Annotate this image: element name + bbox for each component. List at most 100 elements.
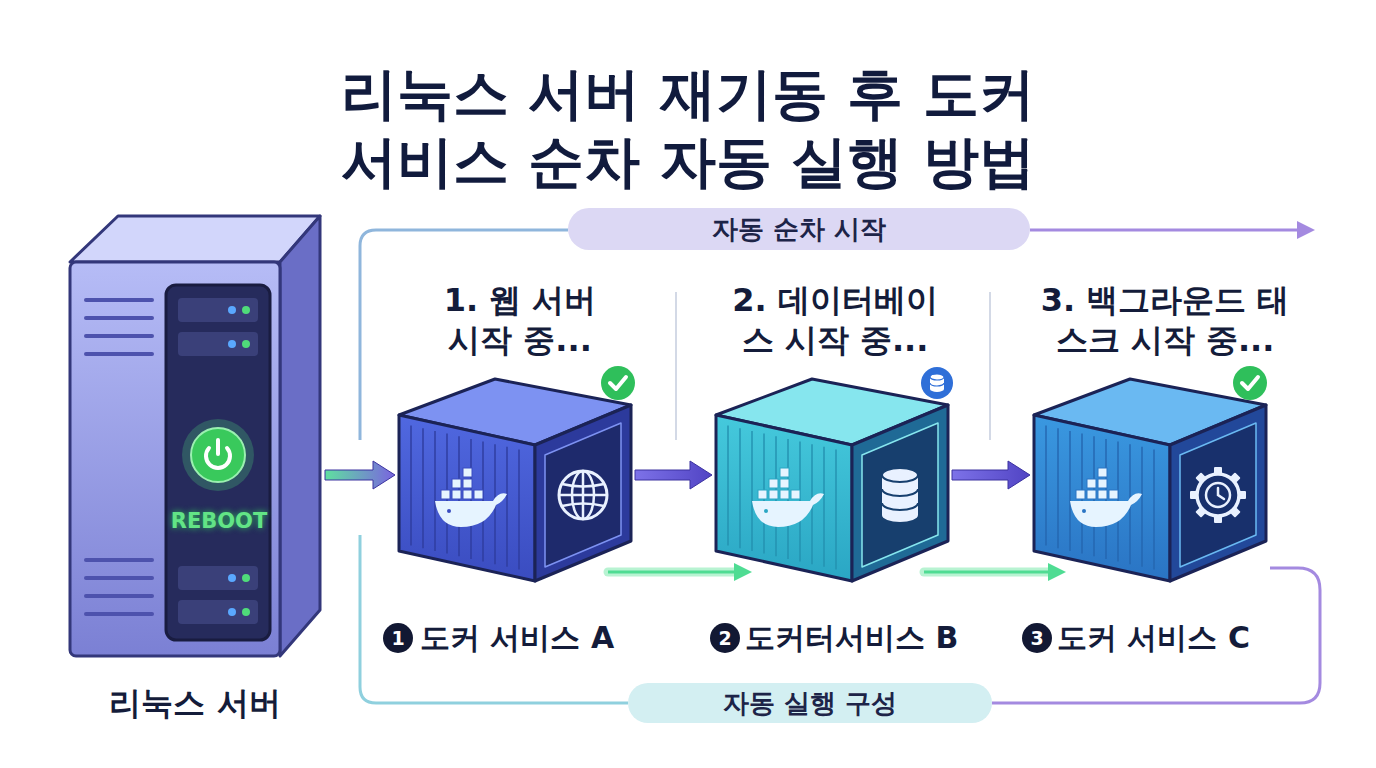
drive-led — [228, 306, 236, 314]
cube-side — [716, 415, 852, 581]
gear-ring — [1197, 474, 1239, 516]
reboot-text: REBOOT — [168, 508, 270, 534]
whale-crate — [1098, 490, 1107, 499]
database-mark — [930, 374, 944, 380]
whale-crate — [791, 490, 800, 499]
server-vent — [86, 352, 152, 356]
cube-ridge — [835, 450, 837, 570]
band-text: 자동 실행 구성 — [723, 686, 897, 721]
power-symbol — [216, 440, 220, 454]
drive-led — [242, 608, 250, 616]
power-button — [191, 428, 245, 482]
server-vent — [86, 316, 152, 320]
server-vent — [86, 558, 152, 562]
whale-crate — [769, 490, 778, 499]
whale-crate — [769, 479, 778, 488]
server-front — [70, 262, 280, 656]
server-body — [70, 216, 320, 656]
check-mark — [1242, 377, 1258, 389]
callout-number: 3 — [1022, 623, 1052, 653]
server-vent — [86, 576, 152, 580]
whale-eye — [1082, 509, 1086, 513]
step-heading: 3. 백그라운드 태스크 시작 중... — [1035, 280, 1295, 360]
check-circle — [1233, 366, 1267, 400]
whale-crate — [758, 490, 767, 499]
cube-end — [1170, 405, 1266, 581]
cube-ridge — [518, 450, 520, 570]
flow-glow-line — [924, 571, 1050, 574]
drive-led — [242, 306, 250, 314]
whale-crate — [780, 490, 789, 499]
whale-crate — [1087, 490, 1096, 499]
cube-ridge — [410, 426, 412, 546]
whale-crate — [1076, 490, 1085, 499]
cube-ridge — [434, 431, 436, 551]
drive-led — [228, 608, 236, 616]
step-heading: 2. 데이터베이스 시작 중... — [720, 280, 950, 360]
service-label: 도커터서비스 B — [745, 620, 958, 656]
cube-ridge — [1045, 426, 1047, 546]
whale-crate — [463, 468, 472, 477]
flow-glow-line — [608, 568, 736, 577]
column-divider — [989, 292, 991, 440]
flow-glow-head — [734, 563, 752, 581]
whale-crate — [1098, 479, 1107, 488]
server-label: 리눅스 서버 — [45, 683, 345, 723]
drive-slot — [178, 600, 258, 624]
cube-end — [535, 405, 631, 581]
config-band: 자동 실행 구성 — [628, 683, 992, 723]
container-box: 3. 백그라운드 태스크 시작 중...도커 서비스 C — [1030, 365, 1270, 585]
whale-crate — [780, 468, 789, 477]
check-mark — [610, 377, 626, 389]
cube-side — [399, 415, 535, 581]
start-bracket — [1030, 229, 1300, 232]
check-badge — [601, 366, 635, 400]
globe-icon — [582, 471, 585, 519]
server-vent — [86, 298, 152, 302]
whale-crate — [452, 490, 461, 499]
container-cube — [712, 365, 952, 585]
cube-ridge — [506, 447, 508, 567]
globe-icon — [562, 484, 604, 506]
drive-slot — [178, 332, 258, 356]
container-box: 1. 웹 서버 시작 중...도커 서비스 A — [395, 365, 635, 585]
title-box: 리눅스 서버 재기동 후 도커 서비스 순차 자동 실행 방법 — [228, 60, 1148, 196]
whale-crate — [441, 490, 450, 499]
drive-led — [228, 340, 236, 348]
cube-panel — [545, 423, 621, 567]
whale-eye — [764, 509, 768, 513]
bracket-arrowhead — [1297, 221, 1315, 239]
config-bracket — [992, 568, 1320, 703]
cube-panel — [1180, 423, 1256, 567]
whale-crate — [1087, 479, 1096, 488]
server-top — [70, 216, 320, 262]
globe-icon — [559, 471, 607, 519]
drive-led — [228, 574, 236, 582]
cube-side — [1034, 415, 1170, 581]
whale-crate — [1098, 468, 1107, 477]
server-panel — [166, 285, 270, 640]
server-illustration — [65, 210, 325, 660]
diagram-title: 리눅스 서버 재기동 후 도커 서비스 순차 자동 실행 방법 — [341, 61, 1035, 194]
database-circle — [921, 367, 953, 399]
container-cube — [1030, 365, 1270, 585]
whale-crate — [474, 490, 483, 499]
power-glow — [182, 419, 254, 491]
cube-ridge — [422, 428, 424, 548]
clock-face — [1206, 483, 1230, 507]
database-mark — [930, 383, 944, 386]
column-divider — [675, 292, 677, 440]
cube-ridge — [739, 428, 741, 548]
cube-ridge — [751, 431, 753, 551]
check-badge — [1233, 366, 1267, 400]
flow-arrow — [952, 461, 1030, 489]
drive-led — [242, 574, 250, 582]
docker-whale — [752, 468, 824, 527]
drive-led — [242, 340, 250, 348]
server-side — [280, 216, 320, 656]
whale-crate — [463, 490, 472, 499]
flow-arrow — [635, 461, 712, 489]
title-spacer — [1038, 60, 1148, 128]
